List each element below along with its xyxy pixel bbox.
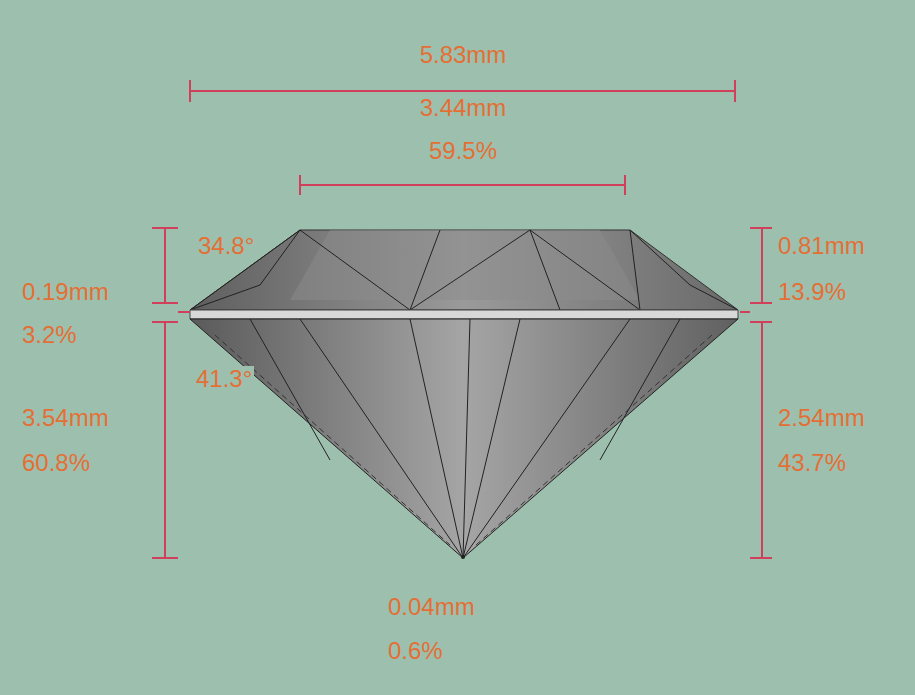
depth-percent: 60.8% — [22, 450, 90, 476]
crown-percent: 13.9% — [778, 279, 846, 305]
culet-percent: 0.6% — [388, 638, 443, 664]
table-width: 3.44mm — [420, 95, 507, 121]
pavilion-depth: 2.54mm — [778, 405, 865, 431]
pavilion-percent: 43.7% — [778, 450, 846, 476]
crown-angle: 34.8° — [198, 233, 254, 259]
girdle-percent: 3.2% — [22, 322, 77, 348]
culet-size: 0.04mm — [388, 594, 475, 620]
table-percent: 59.5% — [429, 138, 497, 164]
girdle-diameter: 5.83mm — [420, 42, 507, 68]
pavilion-angle: 41.3° — [194, 366, 254, 392]
total-depth: 3.54mm — [22, 405, 109, 431]
crown-height: 0.81mm — [778, 233, 865, 259]
girdle-thickness: 0.19mm — [22, 279, 109, 305]
